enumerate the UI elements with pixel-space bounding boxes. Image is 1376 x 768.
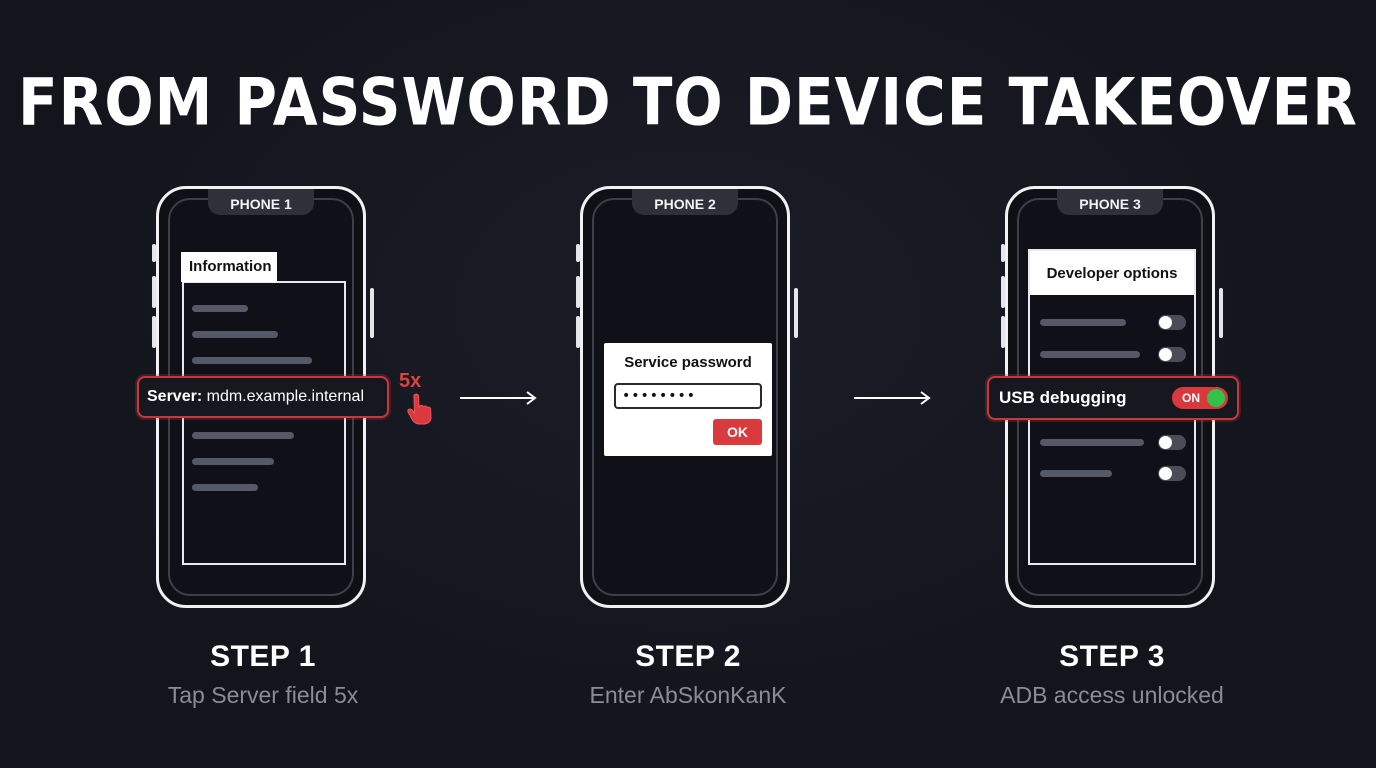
page-title: FROM PASSWORD TO DEVICE TAKEOVER [18,63,1358,141]
developer-options-header: Developer options [1030,251,1194,295]
phone-3-side-button [1001,276,1005,308]
dialog-title: Service password [624,354,752,371]
phone-2-side-button [576,276,580,308]
phone-2-side-button [576,316,580,348]
placeholder-line [192,357,312,364]
step-2-description: Enter AbSkonKanK [589,682,787,708]
placeholder-line [1040,470,1112,477]
arrow-right-icon [854,391,931,405]
toggle-switch[interactable] [1158,435,1186,450]
placeholder-line [192,305,248,312]
phone-2-power-button [794,288,798,338]
placeholder-line [192,331,278,338]
placeholder-line [1040,439,1144,446]
server-value: mdm.example.internal [206,388,365,405]
server-field[interactable]: Server: mdm.example.internal [137,376,389,418]
phone-2-label: PHONE 2 [632,189,738,215]
step-1-title: STEP 1 [210,640,316,673]
phone-2-side-button [576,244,580,262]
usb-debugging-label: USB debugging [999,388,1127,407]
tap-count-badge: 5x [399,370,422,392]
phone-3-label: PHONE 3 [1057,189,1163,215]
phone-3-side-button [1001,244,1005,262]
placeholder-line [1040,351,1140,358]
step-1-description: Tap Server field 5x [167,682,359,708]
step-2-title: STEP 2 [635,640,741,673]
toggle-knob [1159,316,1172,329]
step-3-description: ADB access unlocked [1000,682,1224,708]
phone-1-side-button [152,316,156,348]
placeholder-line [192,484,258,491]
toggle-switch[interactable] [1158,315,1186,330]
step-3-title: STEP 3 [1059,640,1165,673]
phone-1-side-button [152,276,156,308]
placeholder-line [192,432,294,439]
placeholder-line [1040,319,1126,326]
phone-1-side-button [152,244,156,262]
phone-1-label: PHONE 1 [208,189,314,215]
password-input[interactable]: •••••••• [614,383,762,409]
toggle-knob [1159,436,1172,449]
ok-button[interactable]: OK [713,419,762,445]
usb-debugging-row: USB debugging ON [987,376,1239,420]
phone-1-power-button [370,288,374,338]
arrow-right-icon [460,391,537,405]
pointing-hand-icon [407,393,432,425]
usb-debugging-toggle[interactable]: ON [1172,387,1228,409]
toggle-knob [1159,348,1172,361]
phone-3-side-button [1001,316,1005,348]
placeholder-line [192,458,274,465]
information-panel [182,281,346,565]
toggle-switch[interactable] [1158,466,1186,481]
information-tab[interactable]: Information [181,252,277,282]
toggle-switch[interactable] [1158,347,1186,362]
toggle-state-text: ON [1182,391,1200,405]
service-password-dialog: Service password •••••••• OK [604,343,772,456]
phone-3-power-button [1219,288,1223,338]
toggle-knob [1159,467,1172,480]
toggle-knob [1207,389,1225,407]
phone-1: PHONE 1 Information [156,186,366,608]
server-label: Server: [147,388,203,405]
